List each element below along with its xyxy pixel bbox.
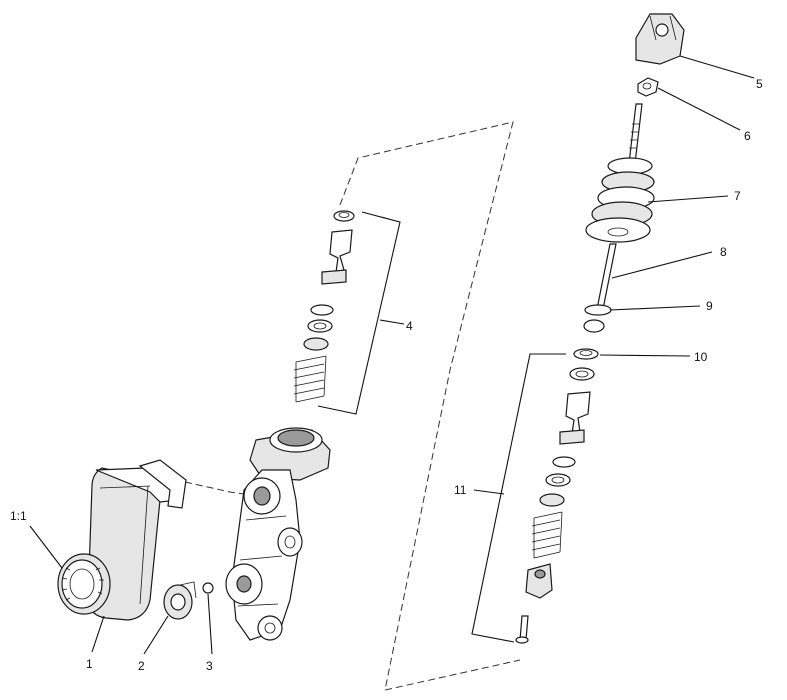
- leader-8: [611, 251, 713, 279]
- nut-part: [637, 77, 659, 97]
- leader-7: [647, 195, 729, 203]
- callout-8: 8: [720, 245, 727, 259]
- piston-kit-4: [293, 210, 355, 403]
- dashed-link-reservoir: [184, 481, 259, 497]
- clevis-part: [635, 13, 685, 65]
- boot-part: [585, 157, 655, 243]
- callout-1-1: 1:1: [10, 509, 27, 523]
- callout-1: 1: [86, 657, 93, 671]
- dashed-assembly-path: [339, 121, 521, 691]
- leader-4: [379, 319, 405, 325]
- callout-11: 11: [454, 483, 467, 497]
- leader-6: [657, 87, 741, 131]
- callout-6: 6: [744, 129, 751, 143]
- callout-4: 4: [406, 319, 413, 333]
- callout-10: 10: [694, 350, 708, 364]
- leader-11: [473, 489, 505, 495]
- master-cylinder-body: [225, 427, 331, 641]
- ring-10-part: [573, 348, 599, 360]
- washer-9-part: [584, 304, 612, 316]
- reservoir-part: [57, 459, 187, 621]
- callout-5: 5: [756, 77, 763, 91]
- leader-5: [679, 55, 755, 79]
- leader-2: [143, 615, 169, 655]
- pin-part: [202, 582, 214, 594]
- bracket-4: [317, 211, 401, 415]
- piston-kit-11: [515, 367, 595, 644]
- leader-9: [609, 305, 701, 311]
- leader-1-1: [29, 525, 63, 569]
- leader-3: [207, 593, 213, 655]
- callout-9: 9: [706, 299, 713, 313]
- rod-part: [583, 243, 617, 333]
- callout-3: 3: [206, 659, 213, 673]
- callout-2: 2: [138, 659, 145, 673]
- plug-part: [163, 581, 197, 620]
- leader-1: [91, 615, 105, 653]
- callout-7: 7: [734, 189, 741, 203]
- leader-10: [599, 354, 691, 357]
